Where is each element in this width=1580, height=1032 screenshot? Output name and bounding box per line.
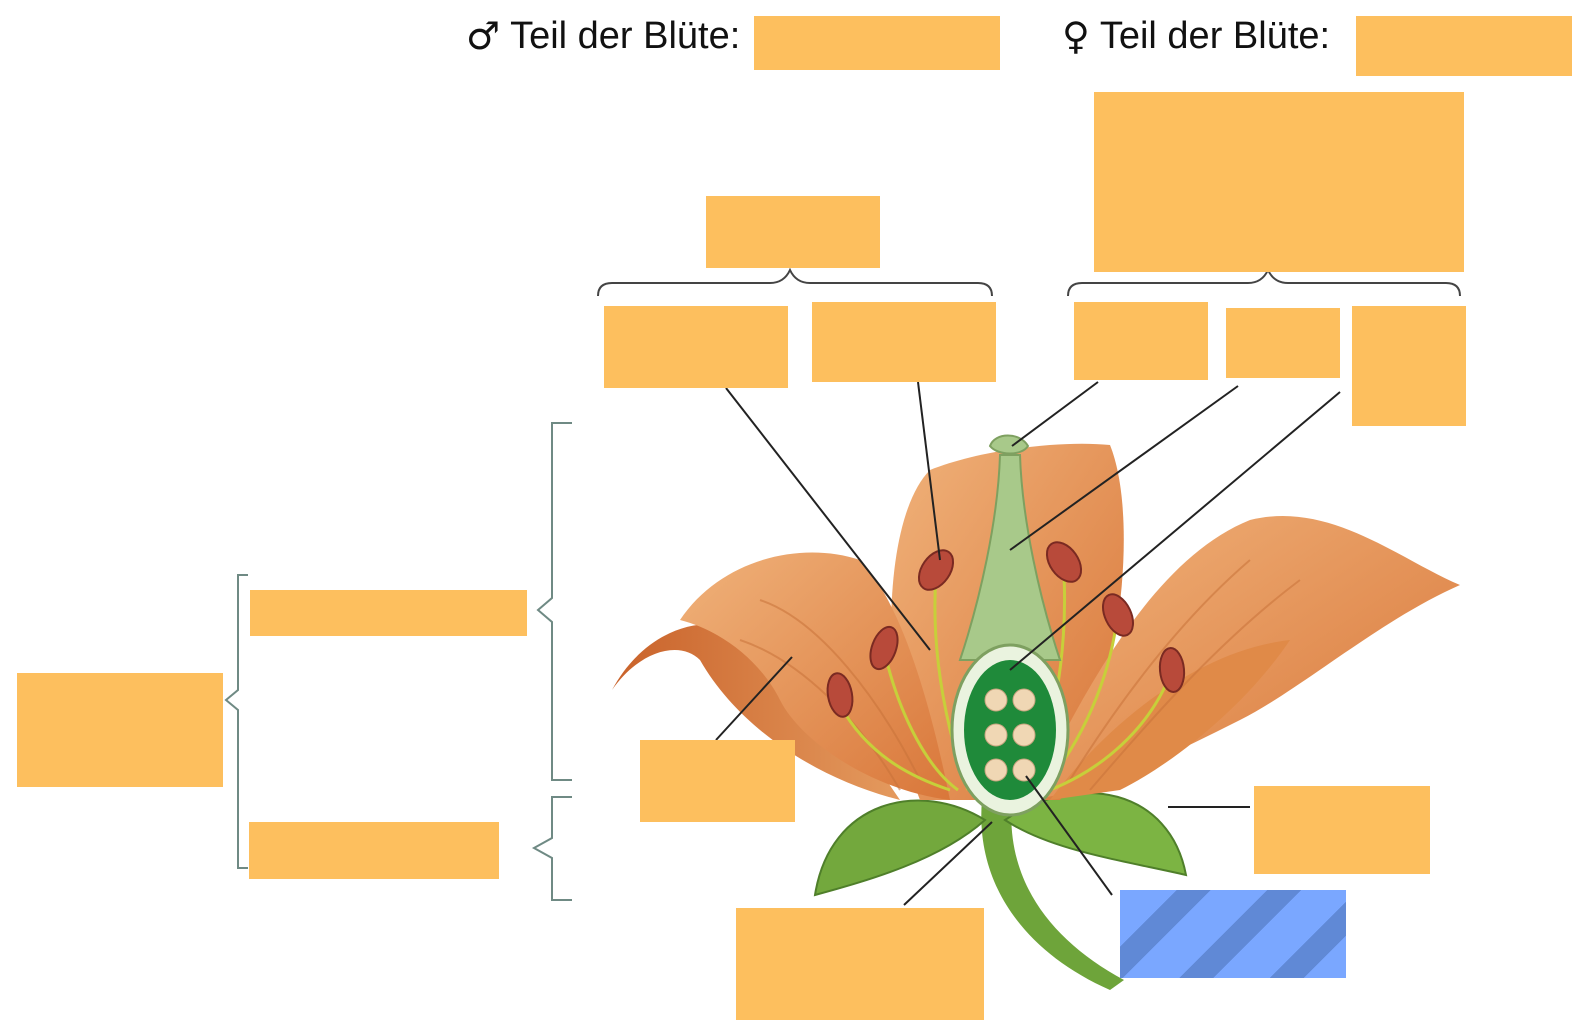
anther-label-box[interactable] xyxy=(812,302,996,382)
female-part-answer-box[interactable] xyxy=(1356,16,1572,76)
female-part-heading: ♀ Teil der Blüte: xyxy=(1062,14,1330,58)
receptacle-label-box[interactable] xyxy=(736,908,984,1020)
left-outer-brace xyxy=(224,574,248,869)
pistil-label-box[interactable] xyxy=(1094,92,1464,272)
male-symbol-icon: ♂ xyxy=(466,14,501,58)
sepal-label-box[interactable] xyxy=(1254,786,1430,874)
filament-label-box[interactable] xyxy=(604,306,788,388)
ovary xyxy=(964,660,1056,800)
petal-right-lower xyxy=(1050,640,1290,800)
female-symbol-icon: ♀ xyxy=(1062,14,1090,58)
female-part-label: Teil der Blüte: xyxy=(1099,14,1331,57)
style xyxy=(958,454,1062,661)
anthers xyxy=(826,541,1186,718)
ovules xyxy=(984,688,1036,782)
perianth-label-box[interactable] xyxy=(17,673,223,787)
ovule-label-box[interactable] xyxy=(1120,890,1346,978)
right-upper-brace xyxy=(536,422,572,781)
petal-left-outer xyxy=(612,624,900,800)
male-part-answer-box[interactable] xyxy=(754,16,1000,70)
petal-label-box[interactable] xyxy=(640,740,795,822)
leader-lines xyxy=(715,381,1341,906)
stigma-label-box[interactable] xyxy=(1074,302,1208,380)
pistil-brace xyxy=(1067,267,1461,297)
petal-left xyxy=(680,552,950,800)
sepal-left xyxy=(813,799,987,897)
stamen-label-box[interactable] xyxy=(706,196,880,268)
right-lower-brace xyxy=(531,796,572,901)
calyx-label-box[interactable] xyxy=(249,822,499,879)
stem xyxy=(981,800,1124,990)
stamen-brace xyxy=(597,267,993,297)
ovary-label-box[interactable] xyxy=(1352,306,1466,426)
style-label-box[interactable] xyxy=(1226,308,1340,378)
male-part-label: Teil der Blüte: xyxy=(510,14,741,57)
corolla-label-box[interactable] xyxy=(250,590,527,636)
male-part-heading: ♂ Teil der Blüte: xyxy=(466,14,740,58)
